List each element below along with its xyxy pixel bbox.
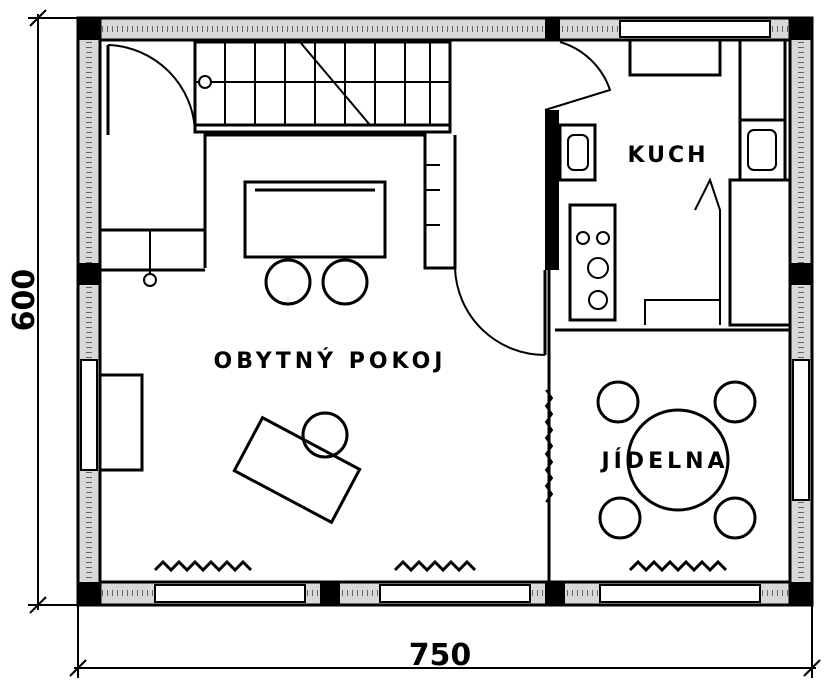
fireplace-block (203, 133, 457, 270)
interior-partitions (454, 41, 790, 582)
kitchen-fittings (558, 38, 792, 327)
dining-furniture (596, 380, 757, 573)
height-label: 600 (7, 269, 42, 332)
windows (80, 20, 810, 603)
living-furniture (98, 258, 477, 573)
staircase (193, 40, 452, 134)
height-dimension: 600 (7, 9, 78, 614)
entrance-door (100, 44, 205, 287)
outer-walls (76, 16, 814, 607)
room-label-kitchen: KUCH (627, 143, 708, 168)
width-dimension: 750 (69, 605, 821, 678)
width-label: 750 (409, 638, 472, 673)
room-label-dining-room: JÍDELNA (599, 448, 728, 474)
room-label-living-room: OBYTNÝ POKOJ (214, 348, 447, 374)
